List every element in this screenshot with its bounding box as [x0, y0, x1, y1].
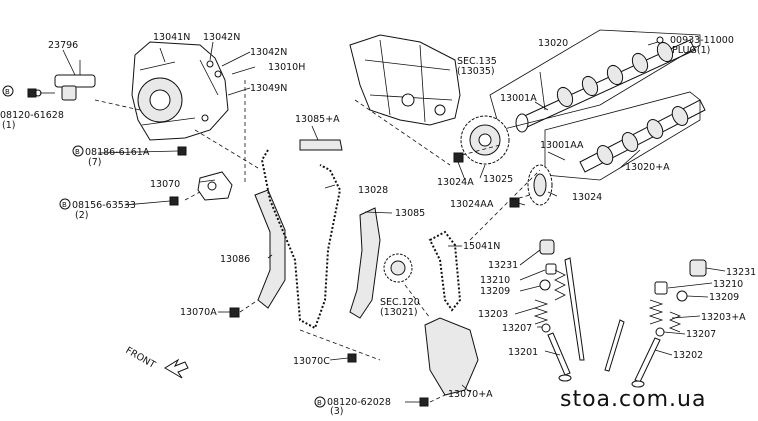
label-13086: 13086 — [220, 254, 250, 265]
valve-train-group-2 — [604, 259, 707, 388]
label-13203: 13203 — [478, 309, 508, 320]
label-13042N-b: 13042N — [250, 47, 287, 58]
label-08186-6161A: 08186-6161A — [85, 147, 150, 158]
camshaft-exhaust — [579, 99, 706, 173]
label-13024AA: 13024AA — [450, 199, 494, 210]
label-front: FRONT — [124, 345, 158, 371]
label-08120-62028-qty: (3) — [330, 406, 343, 417]
label-13024A: 13024A — [437, 177, 474, 188]
label-13020-A: 13020+A — [625, 162, 670, 173]
label-13210-a: 13210 — [480, 275, 510, 286]
label-sec135: SEC.135 — [457, 56, 497, 67]
cam-position-sensor — [34, 60, 96, 101]
secondary-chain — [428, 230, 462, 312]
bolt-symbol-3: B — [62, 201, 67, 209]
label-13070A: 13070A — [180, 307, 217, 318]
label-13201: 13201 — [508, 347, 538, 358]
label-13001AA: 13001AA — [540, 140, 584, 151]
label-13028: 13028 — [358, 185, 388, 196]
front-timing-cover — [131, 41, 229, 141]
bolt-symbols: B B B B — [2, 36, 664, 408]
label-08156-63533-qty: (2) — [75, 210, 88, 221]
crank-sprocket — [383, 253, 413, 283]
cam-sprocket-vtc — [460, 115, 510, 165]
tension-guide — [349, 207, 381, 319]
reference-lines — [94, 80, 541, 403]
label-13070C: 13070C — [293, 356, 330, 367]
label-13010H: 13010H — [268, 62, 305, 73]
label-13070: 13070 — [150, 179, 180, 190]
cylinder-head-section — [349, 34, 461, 126]
label-13001A: 13001A — [500, 93, 537, 104]
camshaft-intake — [515, 39, 696, 133]
upper-chain-guide — [299, 139, 343, 151]
label-13210-b: 13210 — [713, 279, 743, 290]
cam-sprocket-exhaust — [527, 164, 553, 206]
bolt-symbol-4: B — [317, 399, 322, 407]
bolts — [27, 88, 520, 407]
label-23796: 23796 — [48, 40, 78, 51]
label-13209-b: 13209 — [709, 292, 739, 303]
label-13049N: 13049N — [250, 83, 287, 94]
label-13202: 13202 — [673, 350, 703, 361]
label-13231-a: 13231 — [488, 260, 518, 271]
label-08186-6161A-qty: (7) — [88, 157, 101, 168]
watermark: stoa.com.ua — [560, 387, 706, 412]
label-13020: 13020 — [538, 38, 568, 49]
part-labels: 23796 13041N 13042N 13042N 13010H 13049N… — [0, 32, 756, 417]
label-plug: PLUG(1) — [672, 45, 710, 56]
label-13231-b: 13231 — [726, 267, 756, 278]
label-13025: 13025 — [483, 174, 513, 185]
label-13024: 13024 — [572, 192, 602, 203]
bolt-symbol-2: B — [75, 148, 80, 156]
label-15041N: 15041N — [463, 241, 500, 252]
label-08120-61628-qty: (1) — [2, 120, 15, 131]
slack-guide — [254, 189, 286, 309]
valve-train-group-1 — [533, 239, 585, 382]
secondary-tensioner — [424, 317, 479, 396]
label-13042N-a: 13042N — [203, 32, 240, 43]
label-13203-A: 13203+A — [701, 312, 746, 323]
leader-lines — [62, 41, 726, 403]
label-sec135-sub: (13035) — [457, 66, 495, 77]
label-13207-a: 13207 — [502, 323, 532, 334]
label-sec120: SEC.120 — [380, 297, 420, 308]
label-sec120-sub: (13021) — [380, 307, 418, 318]
label-13085A: 13085+A — [295, 114, 340, 125]
label-13085: 13085 — [395, 208, 425, 219]
label-13207-b: 13207 — [686, 329, 716, 340]
label-13070-A: 13070+A — [448, 389, 493, 400]
chain-tensioner — [197, 171, 233, 201]
bolt-symbol-1: B — [5, 88, 10, 96]
label-08120-61628: 08120-61628 — [0, 110, 64, 121]
label-13209-a: 13209 — [480, 286, 510, 297]
label-00933-11000: 00933-11000 — [670, 35, 734, 46]
label-08120-62028: 08120-62028 — [327, 397, 391, 408]
front-arrow — [164, 358, 189, 379]
label-08156-63533: 08156-63533 — [72, 200, 136, 211]
label-13041N: 13041N — [153, 32, 190, 43]
